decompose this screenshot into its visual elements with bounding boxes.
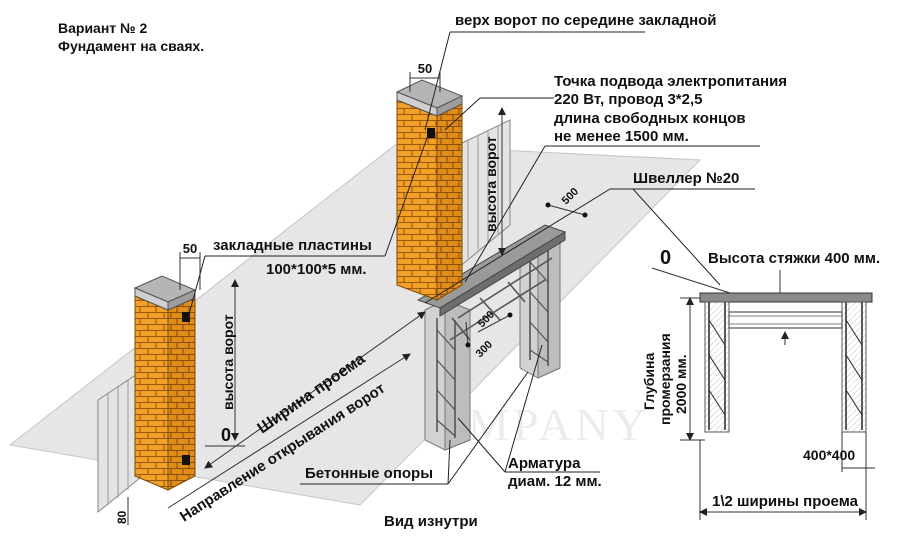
channel-callout: Швеллер №20 (633, 170, 739, 187)
depth-label-line1: Глубина (641, 353, 657, 410)
section-zero-label: 0 (660, 247, 671, 269)
power-callout-line2: 220 Вт, провод 3*2,5 (554, 91, 702, 108)
gate-top-callout: верх ворот по середине закладной (455, 12, 717, 29)
height-dim-right-label: высота ворот (483, 136, 499, 232)
rebar-callout-line2: диам. 12 мм. (508, 473, 602, 490)
concrete-pile-back (519, 231, 561, 379)
concrete-callout: Бетонные опоры (305, 465, 433, 482)
screed-label: Высота стяжки 400 мм. (708, 250, 880, 267)
left-brick-pillar (133, 275, 197, 491)
section-zero-line (651, 267, 731, 294)
section-beam (728, 311, 843, 329)
height-dim-left-label: высота ворот (220, 314, 236, 410)
depth-label-line3: 2000 мм. (673, 354, 689, 414)
depth-label-line2: промерзания (657, 333, 673, 425)
dim-50-right: 50 (409, 61, 441, 92)
dim-50-right-label: 50 (418, 61, 432, 76)
concrete-pile-front (424, 299, 471, 451)
dim-80-label: 80 (115, 510, 129, 524)
right-brick-pillar (395, 79, 464, 301)
pile-size-label: 400*400 (803, 447, 855, 463)
foundation-title: Фундамент на сваях. (58, 38, 204, 54)
section-screed (699, 292, 873, 303)
power-callout-line4: не менее 1500 мм. (554, 128, 689, 145)
view-label: Вид изнутри (384, 513, 478, 530)
power-callout-line1: Точка подвода электропитания (554, 73, 787, 90)
rebar-callout-line1: Арматура (508, 455, 581, 472)
half-width-label: 1\2 ширины проема (712, 493, 859, 510)
cross-section (680, 292, 873, 433)
power-callout-line3: длина свободных концов (554, 110, 746, 127)
dim-50-left-label: 50 (183, 241, 197, 256)
variant-title: Вариант № 2 (58, 20, 148, 36)
zero-left-label: 0 (221, 425, 231, 445)
plates-callout-line1: закладные пластины (213, 237, 372, 254)
dim-50-left: 50 (179, 241, 201, 290)
opening-direction-line (167, 353, 411, 509)
opening-width-line (204, 311, 426, 469)
plates-callout-line2: 100*100*5 мм. (266, 261, 367, 278)
left-fence-panel (97, 371, 141, 514)
